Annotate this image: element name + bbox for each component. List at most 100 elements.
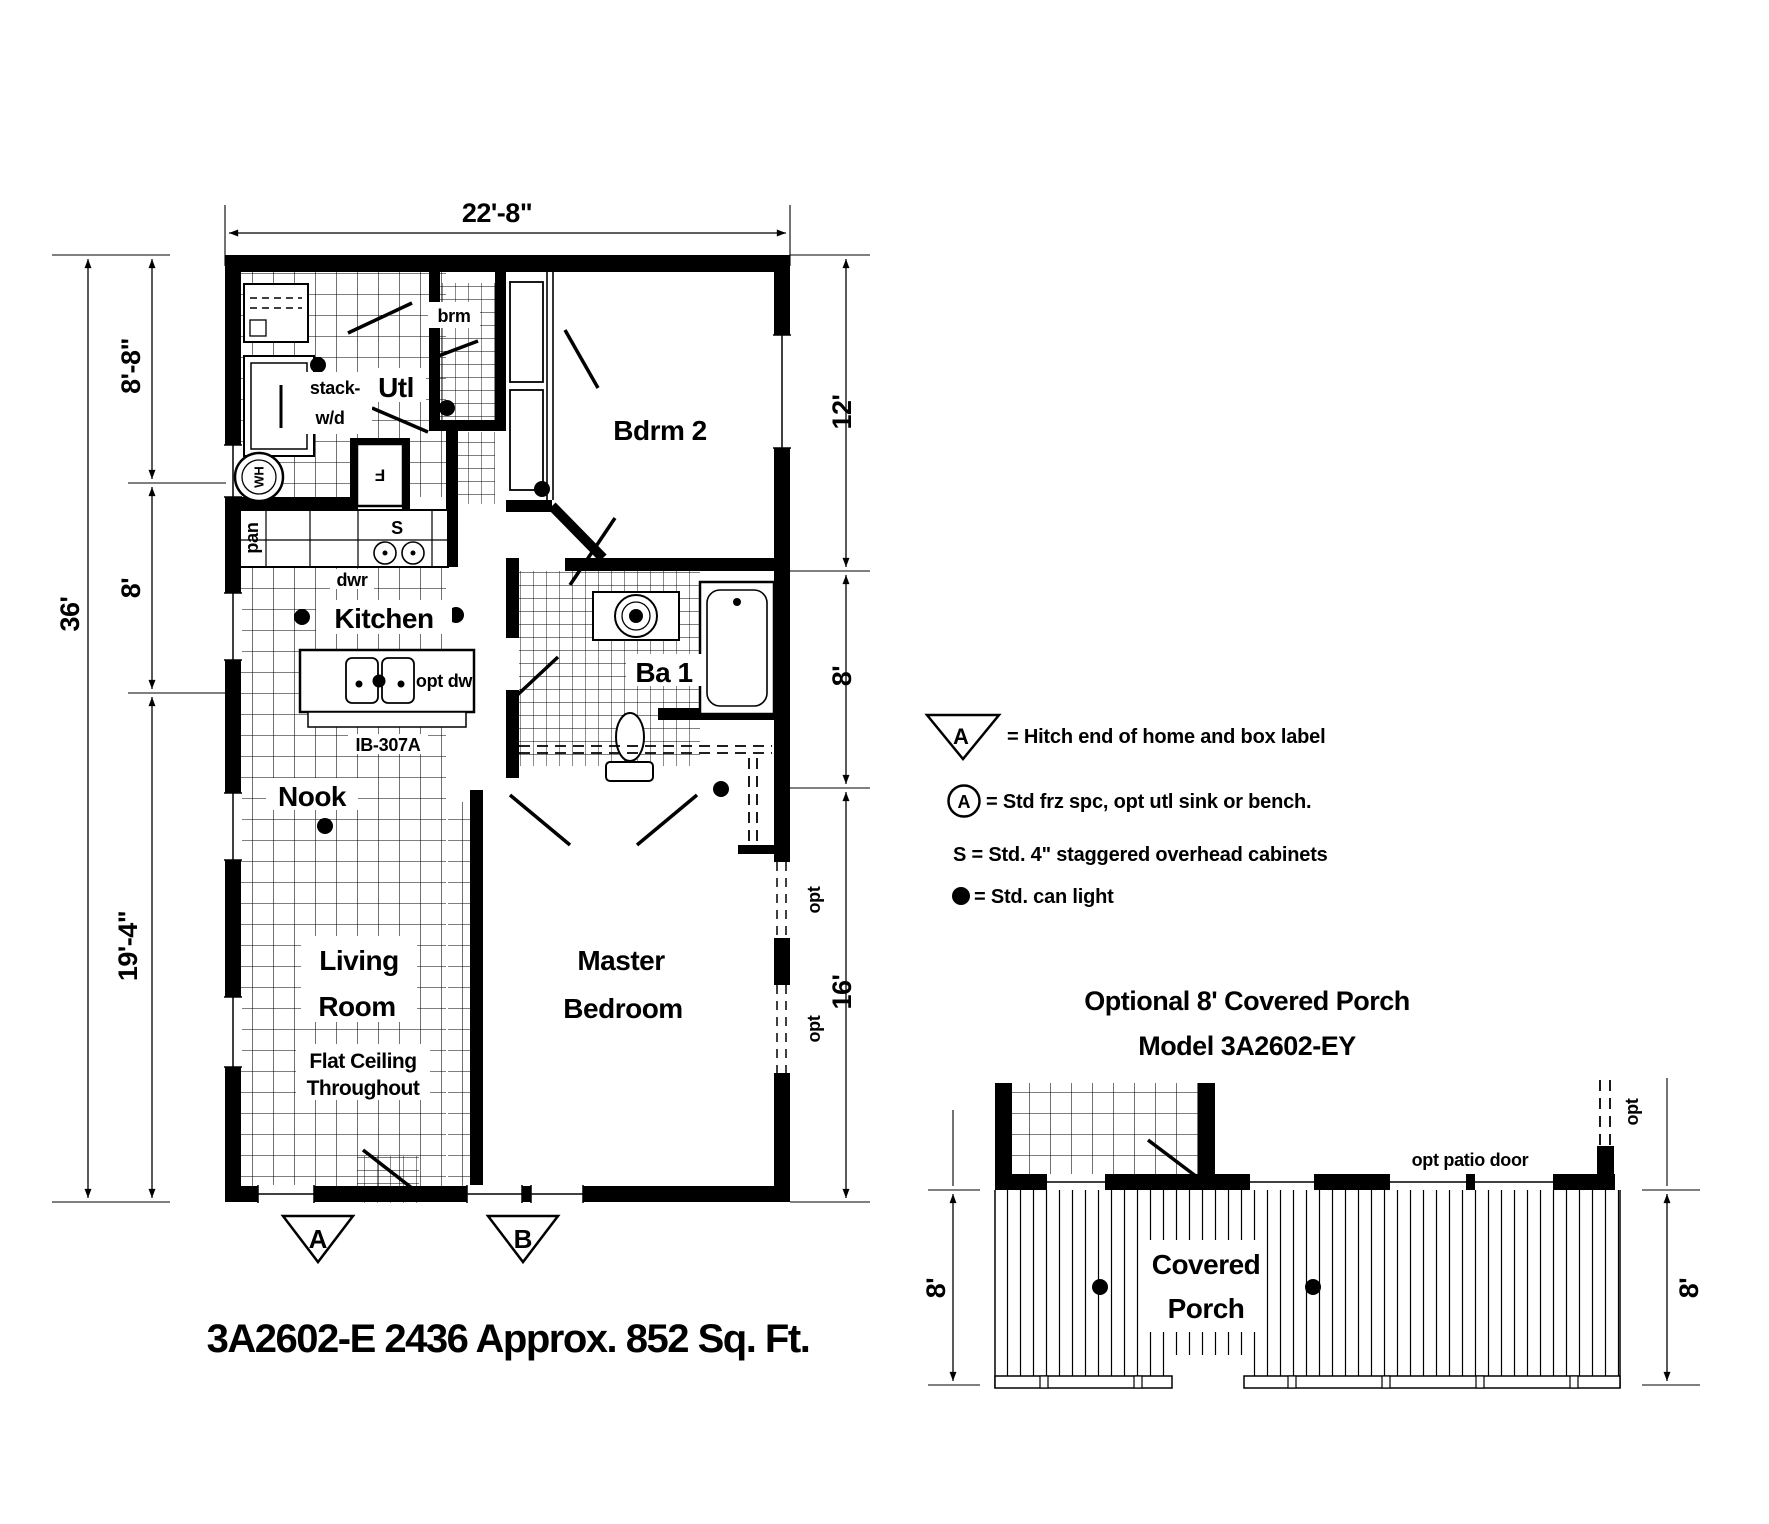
windows [224,334,791,1203]
porch-opt-window-label: opt [1622,1098,1642,1125]
porch-dim-left: 8' [921,1278,951,1299]
note-flat-ceiling-2: Throughout [307,1077,420,1100]
room-label-bdrm2: Bdrm 2 [613,415,706,446]
room-labels: Utl stack- w/d brm Bdrm 2 S pan dwr Kitc… [242,302,824,1100]
bath1-tub [698,580,776,716]
label-stack: stack- [310,378,361,398]
porch-rail-right [1243,1375,1621,1389]
label-staggered-cabinets: S [391,518,403,538]
room-label-utl: Utl [378,372,414,403]
furnace: F [355,442,405,508]
fixtures: WH F [233,272,776,845]
porch-room-label-2: Porch [1168,1293,1245,1324]
bath1-toilet [605,712,654,782]
legend-circle-a-icon [947,784,981,818]
opt-window-right-2 [773,985,791,1073]
master-door-left [508,793,572,847]
room-label-kitchen: Kitchen [334,603,433,634]
can-lights [294,357,729,834]
bath1-toilet-door [510,655,560,702]
window-bottom-living [257,1185,315,1203]
label-wd: w/d [314,408,344,428]
legend-hitch-triangle-icon [924,713,1002,761]
porch-title-2: Model 3A2602-EY [1138,1031,1356,1061]
dim-right-seg1: 12' [827,394,857,429]
dim-left-total: 36' [55,596,85,631]
label-opt-dw: opt dw [416,671,473,691]
porch-dim-right: 8' [1674,1278,1704,1299]
legend-frz-text: = Std frz spc, opt utl sink or bench. [986,791,1311,813]
porch-dimensions: 8' 8' [921,1078,1704,1386]
dim-left-seg1: 8'-8" [116,338,146,394]
room-label-master-2: Bedroom [563,993,682,1024]
window-left-2 [224,592,242,661]
utility-hall-door [371,406,429,434]
bath1-sink-drain [629,609,643,623]
island-faucet [372,674,386,688]
room-label-master-1: Master [577,945,665,976]
room-label-nook: Nook [278,781,347,812]
marker-a-label: A [309,1224,328,1254]
door-opening-bottom [357,1185,419,1203]
marker-b-triangle [485,1214,561,1265]
legend: A = Hitch end of home and box label A = … [924,713,1328,908]
dim-top-width: 22'-8" [462,198,532,228]
legend-hitch-text: = Hitch end of home and box label [1007,726,1325,748]
broom-closet-door [432,339,479,360]
legend-cabinets-text: S = Std. 4" staggered overhead cabinets [953,844,1328,866]
note-flat-ceiling-1: Flat Ceiling [309,1050,416,1073]
window-left-3 [224,792,242,861]
furnace-label: F [375,466,385,485]
porch-plan: Optional 8' Covered Porch Model 3A2602-E… [921,986,1704,1389]
legend-can-light-icon [952,887,970,905]
master-closet [519,745,772,845]
marker-b-label: B [514,1224,533,1254]
bath1-door [568,517,617,586]
porch-house-door [1146,1138,1199,1179]
legend-frz-symbol: A [958,792,971,812]
window-left-4 [224,996,242,1068]
kitchen-island [298,648,476,728]
window-right-bdrm2 [773,334,791,449]
dim-left-seg2: 8' [116,578,146,599]
opt-window-right-1 [773,862,791,938]
porch-room-label-1: Covered [1152,1249,1261,1280]
section-markers: A B [280,1214,561,1265]
label-island-model: IB-307A [356,735,421,755]
stacked-washer-dryer [243,355,315,457]
dim-right-seg2: 8' [827,666,857,687]
label-opt-window-1: opt [804,886,824,913]
bdrm2-door [563,329,600,389]
main-floor-plan: WH F [52,198,870,1361]
legend-hitch-symbol: A [953,724,969,749]
water-heater-label: WH [252,466,267,488]
dim-left-seg3: 19'-4" [113,911,143,981]
marker-a-triangle [280,1214,356,1265]
porch-rail-left [994,1375,1173,1389]
freezer-space-cabinet [243,283,309,343]
porch-deck: Covered Porch [994,1190,1621,1389]
label-dwr: dwr [336,570,367,590]
window-bottom-master-2 [530,1185,584,1203]
window-bottom-master-1 [466,1185,523,1203]
label-opt-window-2: opt [804,1015,824,1042]
bdrm2-closet [509,272,554,500]
plan-title: 3A2602-E 2436 Approx. 852 Sq. Ft. [207,1317,810,1361]
legend-can-light-text: = Std. can light [974,886,1114,908]
patio-door [361,1148,419,1194]
porch-patio-door-label: opt patio door [1412,1150,1529,1170]
room-label-living-2: Room [318,991,395,1022]
master-door-right [635,793,699,847]
room-label-living-1: Living [319,945,398,976]
room-label-ba1: Ba 1 [635,657,692,688]
porch-house-section: opt opt patio door [995,1080,1642,1190]
door-swings [347,301,699,1194]
kitchen-counter [239,509,449,568]
dim-right-seg3: 16' [827,974,857,1009]
label-brm: brm [437,306,470,326]
porch-title-1: Optional 8' Covered Porch [1084,986,1410,1016]
bath1-vanity [592,591,680,641]
utility-door [347,301,413,335]
